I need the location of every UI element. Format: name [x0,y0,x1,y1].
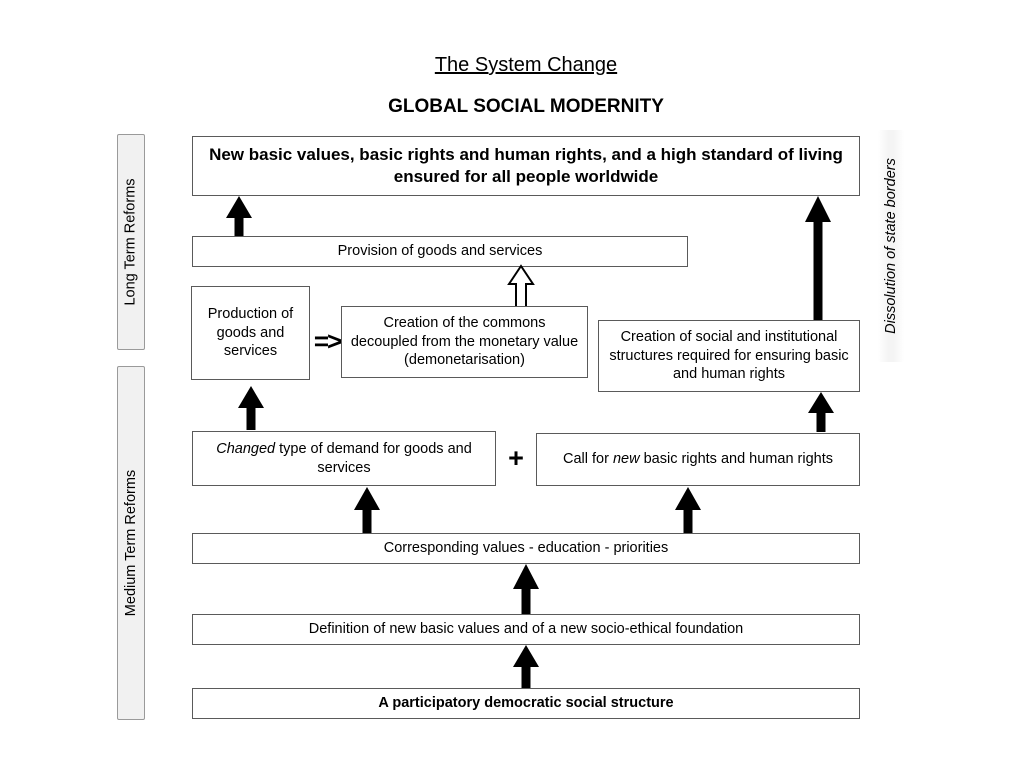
rail-dissolution-label: Dissolution of state borders [883,158,900,334]
box-changed-type-of-demand: Changed type of demand for goods and ser… [192,431,496,486]
box-definition-of-new-basic-values: Definition of new basic values and of a … [192,614,860,645]
rail-long-term-label: Long Term Reforms [123,178,139,306]
box-provision-text: Provision of goods and services [337,243,543,260]
box-participatory-democratic-social-structure: A participatory democratic social struct… [192,688,860,719]
page-title: The System Change [434,54,618,76]
box-creation-of-the-commons: Creation of the commons decoupled from t… [341,306,588,378]
arrow-hollow-commons-to-provision [507,264,535,308]
box-demand-rest: type of demand for goods and services [275,440,472,476]
box-definition-text: Definition of new basic values and of a … [308,621,744,638]
box-goal: New basic values, basic rights and human… [192,136,860,196]
box-production-text: Production of goods and services [207,306,294,360]
plus-glyph: + [508,443,524,473]
arrow-values-to-rights [675,487,701,533]
rail-medium-term-reforms: Medium Term Reforms [117,366,145,720]
arrow-foundation-to-definition [513,645,539,688]
rail-dissolution-of-state-borders: Dissolution of state borders [878,130,904,362]
rail-long-term-reforms: Long Term Reforms [117,134,145,350]
box-production-of-goods-and-services: Production of goods and services [191,286,310,380]
arrow-rights-to-social-structures [808,392,834,432]
arrow-provision-to-goal [226,196,252,240]
box-corresponding-values-education-priorities: Corresponding values - education - prior… [192,533,860,564]
implies-arrow-glyph: => [313,326,342,356]
box-rights-post: basic rights and human rights [639,451,833,468]
box-call-for-new-basic-rights: Call for new basic rights and human righ… [536,433,860,486]
box-foundation-text: A participatory democratic social struct… [378,695,674,712]
box-rights-text: Call for new basic rights and human righ… [563,450,833,469]
box-social-structures-text: Creation of social and institutional str… [609,329,849,383]
box-demand-text: Changed type of demand for goods and ser… [201,440,487,477]
arrow-values-to-demand [354,487,380,533]
arrow-social-structures-to-goal [805,196,831,320]
arrow-definition-to-values [513,564,539,614]
arrow-demand-to-production [238,386,264,430]
box-commons-text: Creation of the commons decoupled from t… [350,315,579,369]
rail-medium-term-label: Medium Term Reforms [123,469,139,617]
box-provision-of-goods-and-services: Provision of goods and services [192,236,688,267]
box-values-text: Corresponding values - education - prior… [383,540,669,557]
page-subtitle: GLOBAL SOCIAL MODERNITY [388,96,664,117]
box-creation-of-social-and-institutional-structures: Creation of social and institutional str… [598,320,860,392]
box-demand-emphasis: Changed [216,440,276,457]
box-rights-emphasis: new [612,451,640,468]
box-rights-pre: Call for [562,451,613,468]
box-goal-text: New basic values, basic rights and human… [209,144,843,186]
